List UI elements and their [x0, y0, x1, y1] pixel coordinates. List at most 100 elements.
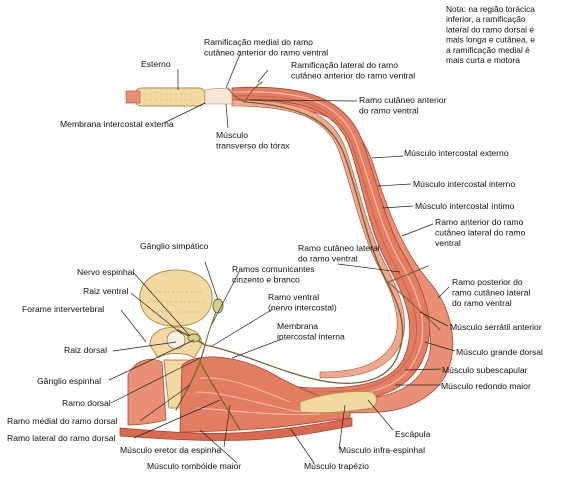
label-musculo-grande-dorsal: Músculo grande dorsal: [456, 347, 543, 357]
label-musculo-serratil: Músculo serrátil anterior: [450, 322, 542, 332]
label-ramo-medial-dorsal: Ramo medial do ramo dorsal: [7, 416, 117, 426]
label-line: Músculo eretor da espinha: [120, 445, 221, 455]
label-line: Ramo anterior do ramo: [435, 217, 524, 227]
label-musculo-subescapular: Músculo subescapular: [442, 365, 528, 375]
sternum-texture: [145, 93, 195, 101]
spinal-ganglion: [187, 333, 201, 343]
label-line: do ramo ventral: [298, 253, 358, 263]
label-line: Músculo intercostal externo: [404, 148, 509, 158]
lateral-cutaneous-branch: [387, 265, 441, 331]
label-line: cutâneo anterior do ramo ventral: [291, 70, 415, 80]
label-line: Músculo: [216, 130, 248, 140]
inner-muscle-layer: [231, 99, 405, 379]
dorsal-ramus: [175, 344, 241, 431]
label-line: mais curta e motora: [446, 55, 520, 65]
label-line: Membrana: [277, 321, 318, 331]
label-line: Músculo grande dorsal: [456, 347, 543, 357]
label-musculo-intercostal-intimo: Músculo intercostal íntimo: [415, 201, 515, 211]
erector-spinae-mass: [127, 358, 167, 426]
label-line: (nervo intercostal): [268, 302, 337, 312]
rami-communicantes: [204, 311, 217, 346]
label-line: Ramo dorsal: [62, 398, 111, 408]
sternum: [134, 87, 206, 107]
label-raiz-dorsal: Raiz dorsal: [64, 345, 107, 355]
label-line: do ramo ventral: [452, 298, 512, 308]
label-line: intercostal interna: [277, 331, 345, 341]
label-line: lateral do ramo dorsal é: [446, 24, 534, 34]
label-line: Raiz dorsal: [64, 345, 107, 355]
costal-cartilage: [204, 88, 233, 105]
label-musculo-intercostal-interno: Músculo intercostal interno: [413, 179, 515, 189]
label-nervo-espinhal: Nervo espinhal: [77, 267, 134, 277]
label-raiz-ventral: Raiz ventral: [83, 286, 128, 296]
label-esterno: Esterno: [141, 59, 171, 69]
label-ganglio-espinhal: Gânglio espinhal: [37, 376, 101, 386]
label-musculo-trapezio: Músculo trapézio: [304, 461, 369, 471]
label-line: Gânglio simpático: [140, 241, 209, 251]
label-musculo-romboide: Músculo rombóide maior: [147, 461, 241, 471]
sternum-left-stub: [125, 90, 141, 104]
label-line: cinzento e branco: [232, 274, 300, 284]
label-line: Membrana intercostal externa: [60, 119, 174, 129]
label-line: cutâneo anterior do ramo ventral: [204, 47, 328, 57]
intercostal-nerve: [204, 101, 404, 384]
label-ganglio-simpatico: Gânglio simpático: [140, 241, 209, 251]
spinal-cord: [166, 330, 186, 350]
label-line: Músculo infra-espinhal: [339, 445, 425, 455]
label-ramo-dorsal: Ramo dorsal: [62, 398, 111, 408]
label-line: Esterno: [141, 59, 171, 69]
label-line: Ramo ventral: [268, 292, 319, 302]
label-ramo-ventral: Ramo ventral(nervo intercostal): [268, 292, 337, 312]
leader-lines: [108, 53, 456, 464]
label-membrana-intercostal-externa: Membrana intercostal externa: [60, 119, 174, 129]
label-line: transverso do tórax: [216, 140, 290, 150]
label-line: a ramificação medial é: [446, 45, 530, 55]
label-line: ventral: [435, 238, 461, 248]
vertebral-texture: [148, 291, 204, 313]
anterior-cutaneous-branch: [227, 81, 263, 103]
label-line: Nervo espinhal: [77, 267, 134, 277]
label-line: Gânglio espinhal: [37, 376, 101, 386]
label-line: Ramo lateral do ramo dorsal: [7, 433, 116, 443]
label-musculo-eretor: Músculo eretor da espinha: [120, 445, 221, 455]
label-line: Músculo intercostal íntimo: [415, 201, 515, 211]
label-line: Ramo posterior do: [452, 277, 523, 287]
label-escapula: Escápula: [395, 429, 431, 439]
scapula: [299, 391, 377, 414]
label-musculo-intercostal-externo: Músculo intercostal externo: [404, 148, 509, 158]
label-line: ramo cutâneo lateral: [452, 287, 530, 297]
label-line: Ramificação lateral do ramo: [291, 60, 398, 70]
label-line: Músculo redondo maior: [441, 381, 531, 391]
label-line: Músculo serrátil anterior: [450, 322, 542, 332]
band-striation-2: [212, 95, 417, 393]
label-line: Ramo cutâneo lateral: [298, 243, 380, 253]
anatomy-drawing: [119, 81, 454, 441]
label-line: Ramo medial do ramo dorsal: [7, 416, 117, 426]
label-line: Músculo rombóide maior: [147, 461, 241, 471]
label-line: Forame intervertebral: [22, 304, 104, 314]
label-forame-intervertebral: Forame intervertebral: [22, 304, 104, 314]
label-line: Escápula: [395, 429, 431, 439]
label-line: mais longa e cutânea, e: [446, 35, 535, 45]
label-line: do ramo ventral: [359, 105, 419, 115]
label-line: Músculo intercostal interno: [413, 179, 515, 189]
vertebral-body: [139, 269, 213, 327]
label-musculo-infra-espinhal: Músculo infra-espinhal: [339, 445, 425, 455]
trapezius-layer: [119, 417, 353, 441]
label-line: Ramos comunicantes: [232, 264, 315, 274]
label-line: inferior, a ramificação: [446, 14, 526, 24]
label-line: cutâneo lateral do ramo: [435, 227, 526, 237]
label-musculo-redondo-maior: Músculo redondo maior: [441, 381, 531, 391]
